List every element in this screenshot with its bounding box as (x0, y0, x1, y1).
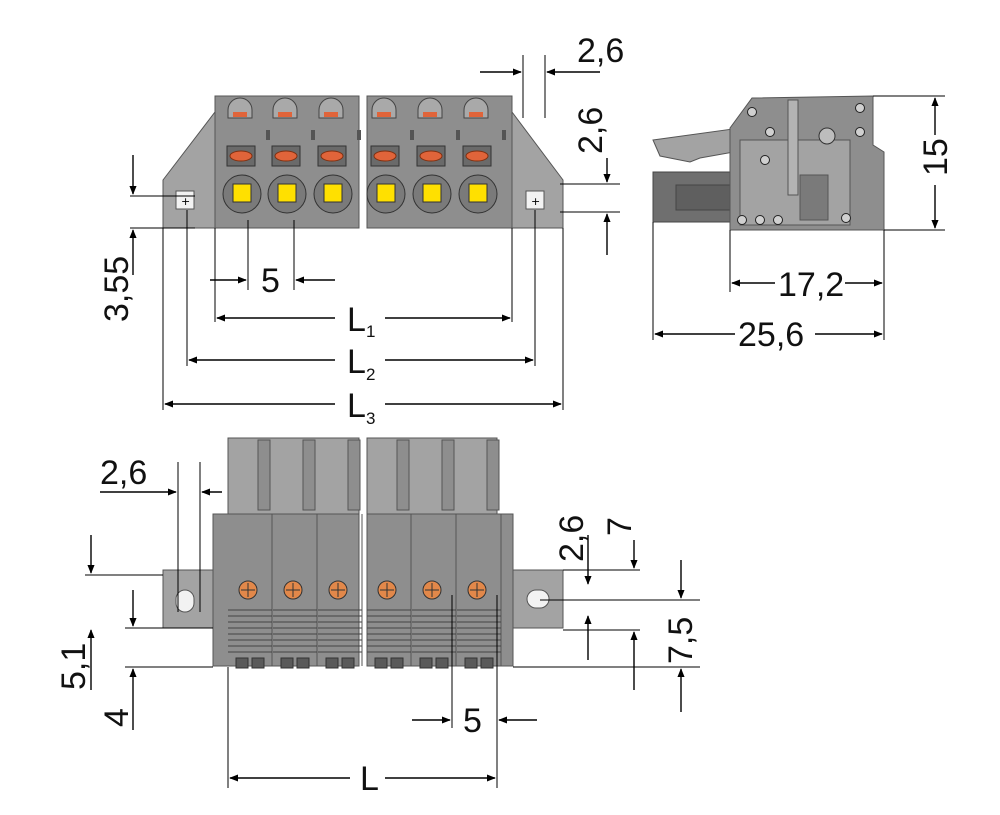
side-hole (841, 213, 851, 223)
svg-text:+: + (181, 195, 190, 208)
spring-mark (233, 112, 247, 117)
release-button (468, 183, 488, 203)
spring-clamp (274, 150, 298, 162)
dim-bottom-7-5: 7,5 (662, 617, 700, 664)
top-view: + + (162, 95, 564, 229)
bottom-left-mount-hole (175, 589, 195, 613)
foot (480, 657, 494, 669)
foot (435, 657, 449, 669)
dim-bottom-7: 7 (601, 517, 639, 536)
divider-tab (357, 130, 361, 140)
dim-bottom-4: 4 (98, 708, 136, 727)
bottom-upper-right (366, 437, 498, 515)
dim-side-25-6: 25,6 (738, 316, 804, 354)
side-hole (760, 155, 770, 165)
side-hole (765, 127, 775, 137)
foot (390, 657, 404, 669)
spring-mark (278, 112, 292, 117)
divider-tab (410, 130, 414, 140)
foot (419, 657, 433, 669)
top-left-flange (162, 110, 216, 229)
dim-side-17-2: 17,2 (778, 266, 844, 304)
spring-clamp (465, 150, 489, 162)
side-screw (818, 127, 836, 145)
dim-side-15: 15 (917, 138, 955, 176)
divider-tab (502, 130, 506, 140)
bottom-right-mount-hole (526, 589, 550, 609)
side-hole (773, 215, 783, 225)
side-hole (855, 127, 865, 137)
dim-bottom-2-6-left: 2,6 (100, 454, 147, 492)
side-contact (799, 174, 829, 221)
spring-mark (469, 112, 483, 117)
spring-mark (377, 112, 391, 117)
side-hole (855, 103, 865, 113)
dim-L2: L (347, 343, 366, 381)
upper-slot (257, 439, 271, 511)
upper-slot (347, 439, 361, 511)
side-holes (737, 103, 865, 225)
foot (280, 657, 294, 669)
dim-top-3-55: 3,55 (98, 256, 136, 322)
dim-top-pitch-5: 5 (261, 262, 280, 300)
dimension-labels: 2,6 2,6 3,55 5 L 1 L 2 L 3 15 17,2 25,6 … (55, 32, 955, 798)
dim-top-width-2-6: 2,6 (577, 32, 624, 70)
release-button (376, 183, 396, 203)
dim-L1: L (347, 301, 366, 339)
foot (235, 657, 249, 669)
divider-tab (266, 130, 270, 140)
top-right-mount-hole (525, 190, 545, 210)
release-button (232, 183, 252, 203)
spring-clamp (419, 150, 443, 162)
top-cells (222, 97, 506, 214)
dim-bottom-5-1: 5,1 (55, 643, 93, 690)
dim-L3: L (347, 387, 366, 425)
spring-mark (324, 112, 338, 117)
side-hole (737, 215, 747, 225)
foot (464, 657, 478, 669)
bottom-upper-left (227, 437, 360, 515)
side-view (652, 95, 885, 231)
upper-slot (486, 439, 500, 511)
foot (296, 657, 310, 669)
spring-clamp (373, 150, 397, 162)
divider-tab (456, 130, 460, 140)
top-right-flange (511, 110, 564, 229)
dim-L1-sub: 1 (366, 322, 375, 341)
side-lower-slot (675, 184, 732, 211)
foot (374, 657, 388, 669)
foot (325, 657, 339, 669)
side-hole (755, 215, 765, 225)
spring-mark (423, 112, 437, 117)
bottom-view (162, 437, 564, 669)
dimension-lines (85, 55, 945, 788)
dim-bottom-L: L (360, 760, 379, 798)
upper-slot (441, 439, 455, 511)
release-button (323, 183, 343, 203)
spring-clamp (320, 150, 344, 162)
dim-L3-sub: 3 (366, 409, 375, 428)
svg-text:+: + (531, 195, 540, 208)
foot (251, 657, 265, 669)
divider-tab (311, 130, 315, 140)
side-hole (747, 107, 757, 117)
upper-slot (302, 439, 316, 511)
release-button (277, 183, 297, 203)
spring-clamp (229, 150, 253, 162)
upper-slot (396, 439, 410, 511)
release-button (422, 183, 442, 203)
dim-top-height-2-6: 2,6 (572, 107, 610, 154)
side-channel (787, 99, 799, 196)
bottom-cells (228, 439, 502, 669)
foot (341, 657, 355, 669)
dim-bottom-2-6-right: 2,6 (553, 515, 591, 562)
dim-L2-sub: 2 (366, 365, 375, 384)
dim-bottom-pitch-5: 5 (463, 702, 482, 740)
